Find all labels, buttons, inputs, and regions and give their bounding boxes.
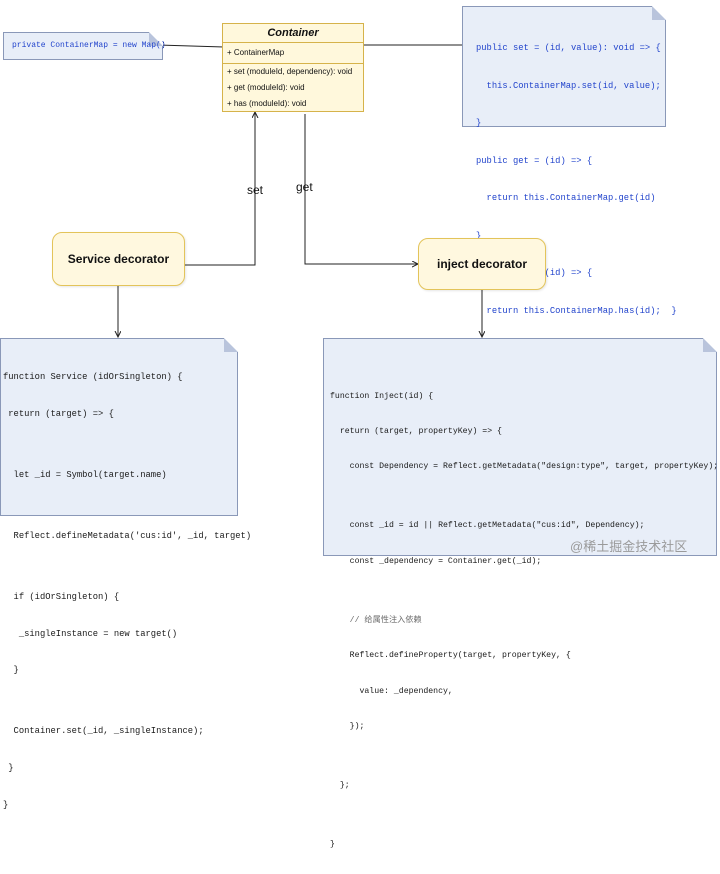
service-decorator-label: Service decorator xyxy=(67,252,170,266)
code-line: // 给属性注入依赖 xyxy=(330,615,422,625)
private-map-note: private ContainerMap = new Map() xyxy=(3,32,166,60)
arrow-set xyxy=(185,112,255,266)
container-methods-note: public set = (id, value): void => { this… xyxy=(462,6,677,316)
set-label: set xyxy=(247,183,264,197)
private-map-text: private ContainerMap = new Map() xyxy=(12,41,166,50)
inject-code: function Inject(id) { return (target, pr… xyxy=(330,367,718,874)
note-fold xyxy=(224,338,238,352)
code-line: function Service (idOrSingleton) { xyxy=(3,372,183,383)
code-line: _singleInstance = new target() xyxy=(3,628,178,639)
container-method-get: + get (moduleId): void xyxy=(227,83,305,92)
code-line: return (target) => { xyxy=(3,409,114,420)
connector-lines xyxy=(0,0,720,568)
code-line: public set = (id, value): void => { xyxy=(476,43,661,53)
service-code-note: function Service (idOrSingleton) { retur… xyxy=(0,338,251,810)
container-field: + ContainerMap xyxy=(223,43,363,64)
code-line: return (target, propertyKey) => { xyxy=(330,426,502,436)
code-line: if (idOrSingleton) { xyxy=(3,592,120,603)
code-line: const Dependency = Reflect.getMetadata("… xyxy=(330,462,719,472)
code-line: } xyxy=(3,762,14,773)
inject-decorator-label: inject decorator xyxy=(436,257,528,271)
code-line: Container.set(_id, _singleInstance); xyxy=(3,726,204,737)
inject-code-note: function Inject(id) { return (target, pr… xyxy=(323,338,718,849)
code-line: return this.ContainerMap.get(id) xyxy=(476,193,656,203)
container-method-set: + set (moduleId, dependency): void xyxy=(227,67,353,76)
code-line: } xyxy=(330,839,335,849)
code-line: } xyxy=(3,665,19,676)
code-line: } xyxy=(3,799,9,810)
methods-code: public set = (id, value): void => { this… xyxy=(476,17,677,342)
note-fold xyxy=(149,32,163,46)
code-line: let _id = Symbol(target.name) xyxy=(3,470,167,481)
code-line: }; xyxy=(330,780,350,790)
service-decorator-box: Service decorator xyxy=(52,232,185,286)
code-line: Reflect.defineProperty(target, propertyK… xyxy=(330,651,571,661)
code-line: return this.ContainerMap.has(id); } xyxy=(476,305,677,316)
inject-decorator-box: inject decorator xyxy=(418,238,546,290)
code-line: Reflect.defineMetadata('cus:id', _id, ta… xyxy=(3,531,252,542)
service-code: function Service (idOrSingleton) { retur… xyxy=(3,347,251,835)
container-title: Container xyxy=(223,24,363,43)
code-line: } xyxy=(476,230,482,241)
code-line: function Inject(id) { xyxy=(330,391,434,401)
get-label: get xyxy=(296,180,313,194)
code-line: const _id = id || Reflect.getMetadata("c… xyxy=(330,521,645,531)
code-line: }); xyxy=(330,721,365,731)
arrow-get xyxy=(304,114,418,264)
note-fold xyxy=(652,6,666,20)
code-line: const _dependency = Container.get(_id); xyxy=(330,556,542,566)
watermark: @稀土掘金技术社区 xyxy=(570,539,688,554)
arrow-to-private-note xyxy=(158,45,225,47)
note-fold xyxy=(703,338,717,352)
code-line: public get = (id) => { xyxy=(476,155,593,166)
code-line: value: _dependency, xyxy=(330,686,453,696)
container-method-has: + has (moduleId): void xyxy=(227,99,307,108)
code-line: this.ContainerMap.set(id, value); xyxy=(476,80,661,91)
container-class-box: Container + ContainerMap + set (moduleId… xyxy=(222,23,364,112)
code-line: } xyxy=(476,118,482,128)
